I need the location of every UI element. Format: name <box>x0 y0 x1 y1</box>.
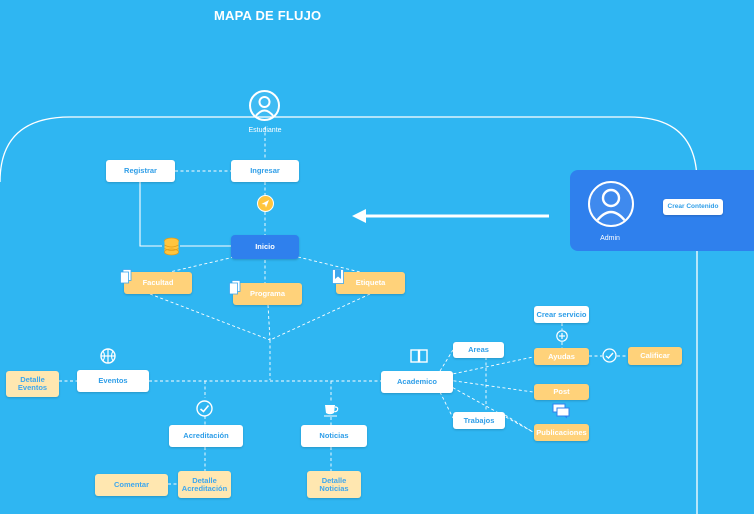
facultad-label: Facultad <box>142 278 174 287</box>
system-boundary <box>0 116 698 514</box>
check-circle-icon <box>602 348 617 363</box>
areas-node[interactable]: Areas <box>453 342 504 358</box>
page-title: MAPA DE FLUJO <box>214 8 322 23</box>
ingresar-label: Ingresar <box>250 166 280 175</box>
eventos-node[interactable]: Eventos <box>77 370 149 392</box>
basketball-icon <box>100 348 116 364</box>
registrar-node[interactable]: Registrar <box>106 160 175 182</box>
detalle-noticias-line1: Detalle <box>321 475 347 485</box>
ayudas-node[interactable]: Ayudas <box>534 348 589 365</box>
detalle-eventos-line2: Eventos <box>17 383 48 392</box>
detalle-noticias-node[interactable]: Detalle Noticias <box>307 471 361 498</box>
calificar-label: Calificar <box>640 351 670 360</box>
calificar-node[interactable]: Calificar <box>628 347 682 365</box>
eventos-label: Eventos <box>98 376 128 385</box>
document-icon <box>229 280 241 295</box>
acreditacion-label: Acreditación <box>183 431 229 440</box>
inicio-label: Inicio <box>255 242 275 251</box>
trabajos-label: Trabajos <box>463 415 495 425</box>
chat-bubbles-icon <box>552 403 570 419</box>
database-icon <box>164 237 179 256</box>
registrar-label: Registrar <box>124 166 157 175</box>
coffee-cup-icon <box>324 405 339 417</box>
noticias-node[interactable]: Noticias <box>301 425 367 447</box>
check-circle-icon <box>196 400 213 417</box>
detalle-acreditacion-line2: Acreditación <box>181 483 228 493</box>
inicio-node[interactable]: Inicio <box>231 235 299 259</box>
document-icon <box>120 269 132 284</box>
post-node[interactable]: Post <box>534 384 589 400</box>
admin-avatar-icon <box>588 181 634 227</box>
ingresar-node[interactable]: Ingresar <box>231 160 299 182</box>
ayudas-label: Ayudas <box>548 351 575 361</box>
admin-label: Admin <box>600 235 620 242</box>
academico-node[interactable]: Academico <box>381 371 453 393</box>
publicaciones-node[interactable]: Publicaciones <box>534 424 589 441</box>
comentar-label: Comentar <box>113 480 149 489</box>
acreditacion-node[interactable]: Acreditación <box>169 425 243 447</box>
post-label: Post <box>553 387 570 396</box>
etiqueta-label: Etiqueta <box>355 278 386 287</box>
location-arrow-icon <box>257 195 274 212</box>
etiqueta-node[interactable]: Etiqueta <box>332 269 405 294</box>
crear-contenido-label: Crear Contenido <box>667 203 719 210</box>
academico-label: Academico <box>396 377 438 386</box>
crear-contenido-node[interactable]: Crear Contenido <box>663 199 723 215</box>
detalle-eventos-node[interactable]: Detalle Eventos <box>6 371 59 397</box>
crear-servicio-node[interactable]: Crear servicio <box>534 306 589 323</box>
detalle-eventos-line1: Detalle <box>20 375 45 384</box>
programa-label: Programa <box>249 289 285 298</box>
trabajos-node[interactable]: Trabajos <box>453 412 505 429</box>
facultad-node[interactable]: Facultad <box>120 269 192 294</box>
crear-servicio-label: Crear servicio <box>536 309 587 319</box>
detalle-acreditacion-node[interactable]: Detalle Acreditación <box>178 471 231 498</box>
comentar-node[interactable]: Comentar <box>95 474 168 496</box>
detalle-noticias-line2: Noticias <box>319 483 349 493</box>
programa-node[interactable]: Programa <box>229 280 302 305</box>
arrow-left-icon <box>352 209 549 223</box>
student-label: Estudiante <box>248 127 282 134</box>
noticias-label: Noticias <box>319 431 349 440</box>
plus-circle-icon <box>556 330 568 342</box>
open-book-icon <box>410 349 428 363</box>
detalle-acreditacion-line1: Detalle <box>192 475 217 485</box>
student-avatar-icon <box>249 90 280 121</box>
publicaciones-label: Publicaciones <box>536 427 587 437</box>
bookmark-icon <box>332 269 344 284</box>
areas-label: Areas <box>468 345 489 354</box>
